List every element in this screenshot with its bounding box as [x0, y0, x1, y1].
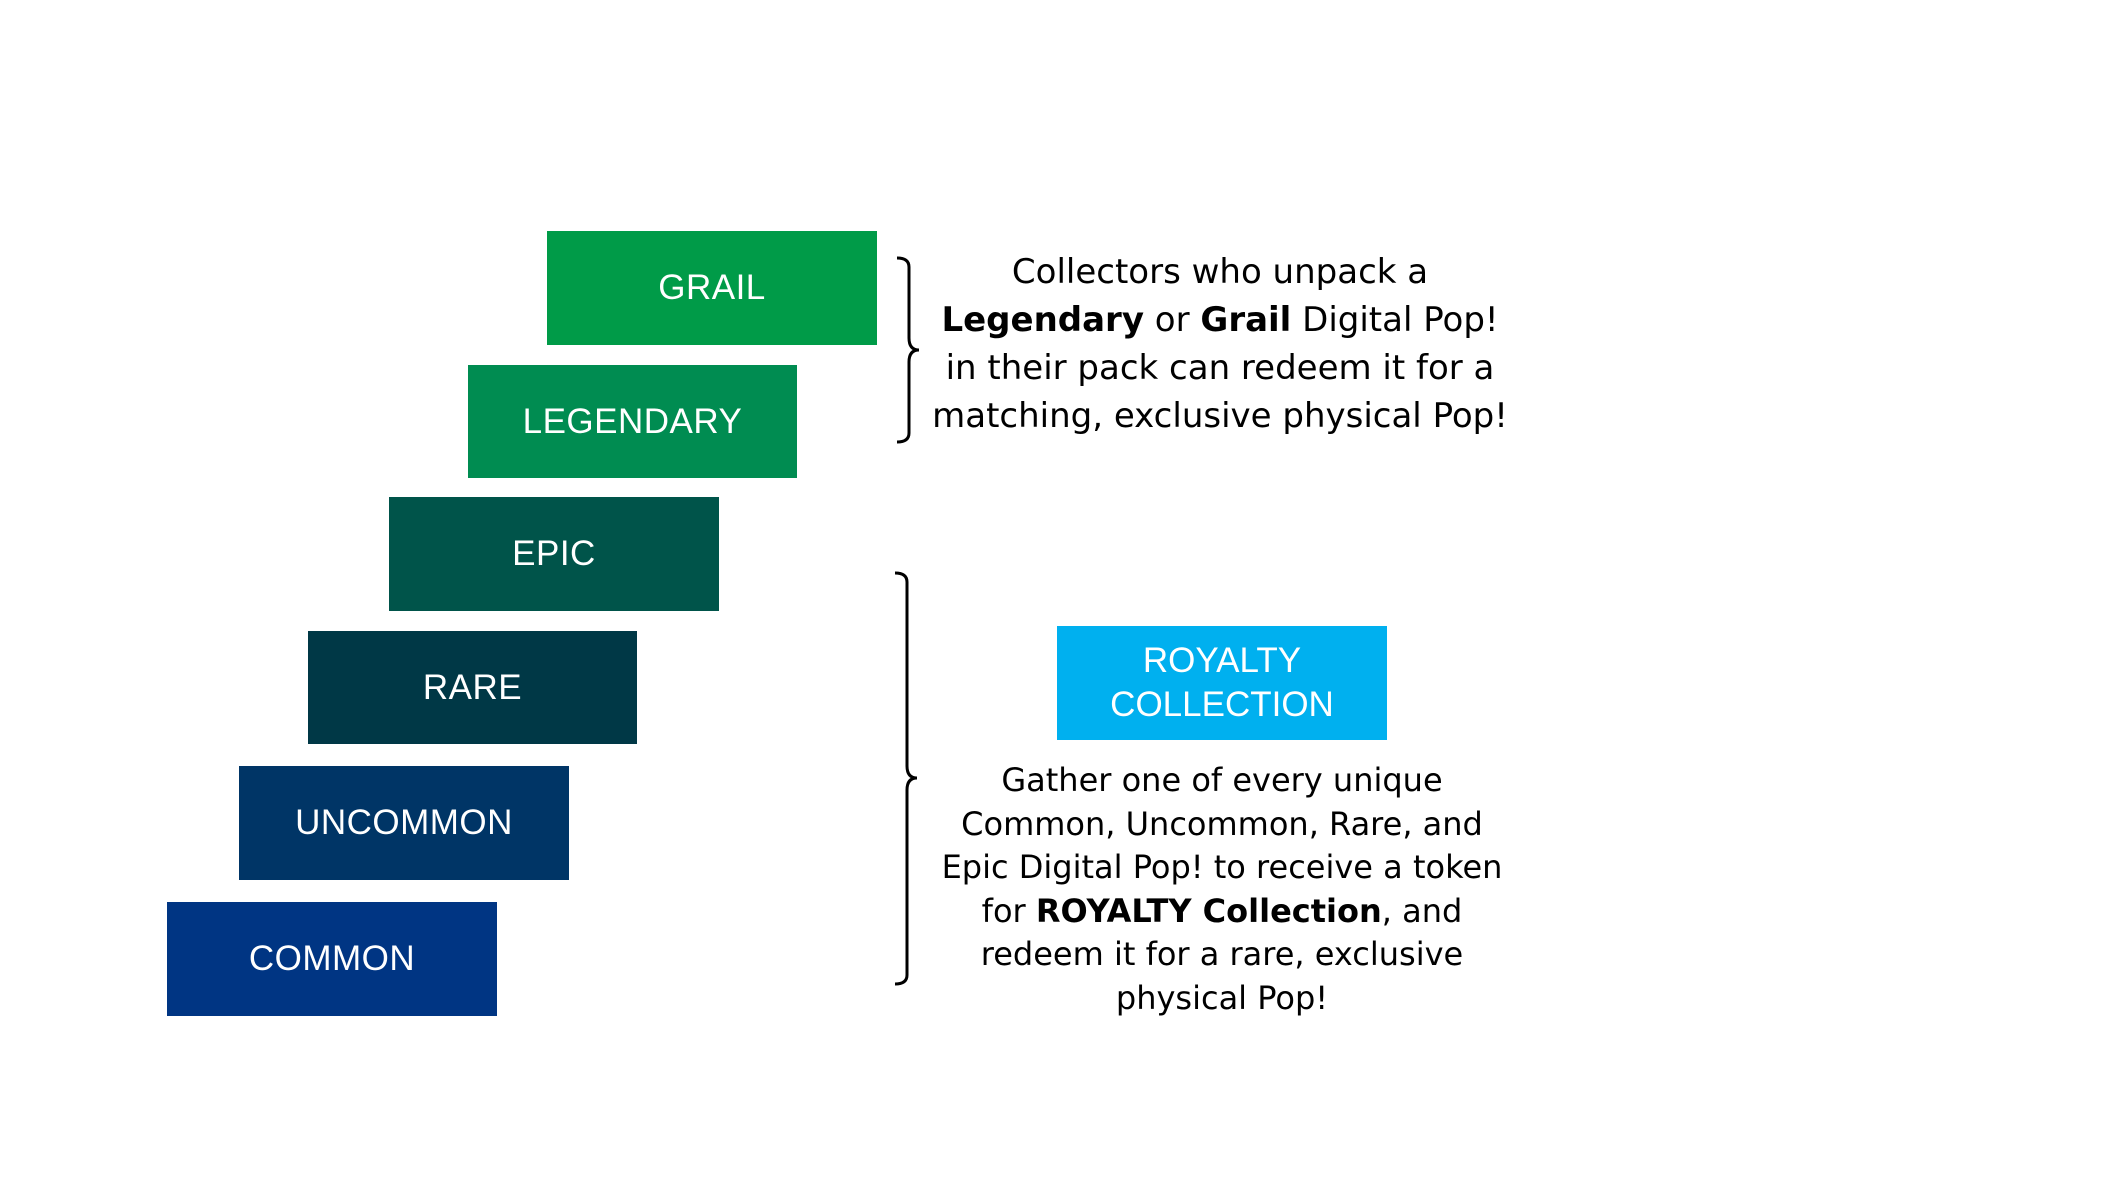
- tier-common: COMMON: [167, 902, 497, 1016]
- tier-uncommon: UNCOMMON: [239, 766, 569, 880]
- tier-grail: GRAIL: [547, 231, 877, 345]
- legendary-term: Legendary: [941, 300, 1144, 340]
- royalty-collection-term: ROYALTY Collection: [1035, 891, 1382, 930]
- legendary-grail-description: Collectors who unpack a Legendary or Gra…: [930, 248, 1510, 440]
- royalty-collection-badge: ROYALTY COLLECTION: [1057, 626, 1387, 740]
- tier-legendary: LEGENDARY: [468, 365, 797, 478]
- legendary-grail-bracket: [896, 256, 920, 444]
- legendary-grail-line-2-end: Digital Pop!: [1291, 300, 1499, 340]
- tier-rare-label: RARE: [422, 667, 523, 707]
- royalty-line-3: Epic Digital Pop! to receive a token: [941, 848, 1503, 886]
- royalty-line-6: physical Pop!: [1115, 978, 1329, 1017]
- grail-term: Grail: [1200, 300, 1292, 340]
- royalty-bracket: [894, 571, 918, 986]
- royalty-line-1: Gather one of every unique: [1001, 761, 1443, 799]
- royalty-line-4: for ROYALTY Collection, and: [922, 890, 1522, 934]
- royalty-line-5: redeem it for a rare, exclusive: [980, 935, 1464, 973]
- legendary-grail-connector: or: [1144, 300, 1201, 340]
- legendary-grail-line-2: Legendary or Grail Digital Pop!: [930, 296, 1510, 344]
- tier-epic: EPIC: [389, 497, 719, 611]
- tier-rare: RARE: [308, 631, 637, 744]
- tier-uncommon-label: UNCOMMON: [295, 803, 513, 842]
- royalty-badge-line-2: COLLECTION: [1110, 685, 1334, 724]
- tier-epic-label: EPIC: [512, 534, 596, 573]
- royalty-line-2: Common, Uncommon, Rare, and: [961, 804, 1483, 843]
- royalty-badge-line-1: ROYALTY: [1142, 641, 1302, 680]
- royalty-description: Gather one of every unique Common, Uncom…: [922, 759, 1522, 1020]
- legendary-grail-line-1: Collectors who unpack a: [1011, 252, 1429, 292]
- legendary-grail-line-4: matching, exclusive physical Pop!: [932, 396, 1508, 436]
- royalty-line-4-start: for: [981, 891, 1036, 930]
- tier-common-label: COMMON: [248, 939, 416, 978]
- legendary-grail-line-3: in their pack can redeem it for a: [945, 348, 1495, 388]
- tier-legendary-label: LEGENDARY: [522, 401, 743, 441]
- royalty-line-4-end: , and: [1381, 891, 1463, 930]
- tier-grail-label: GRAIL: [658, 268, 766, 307]
